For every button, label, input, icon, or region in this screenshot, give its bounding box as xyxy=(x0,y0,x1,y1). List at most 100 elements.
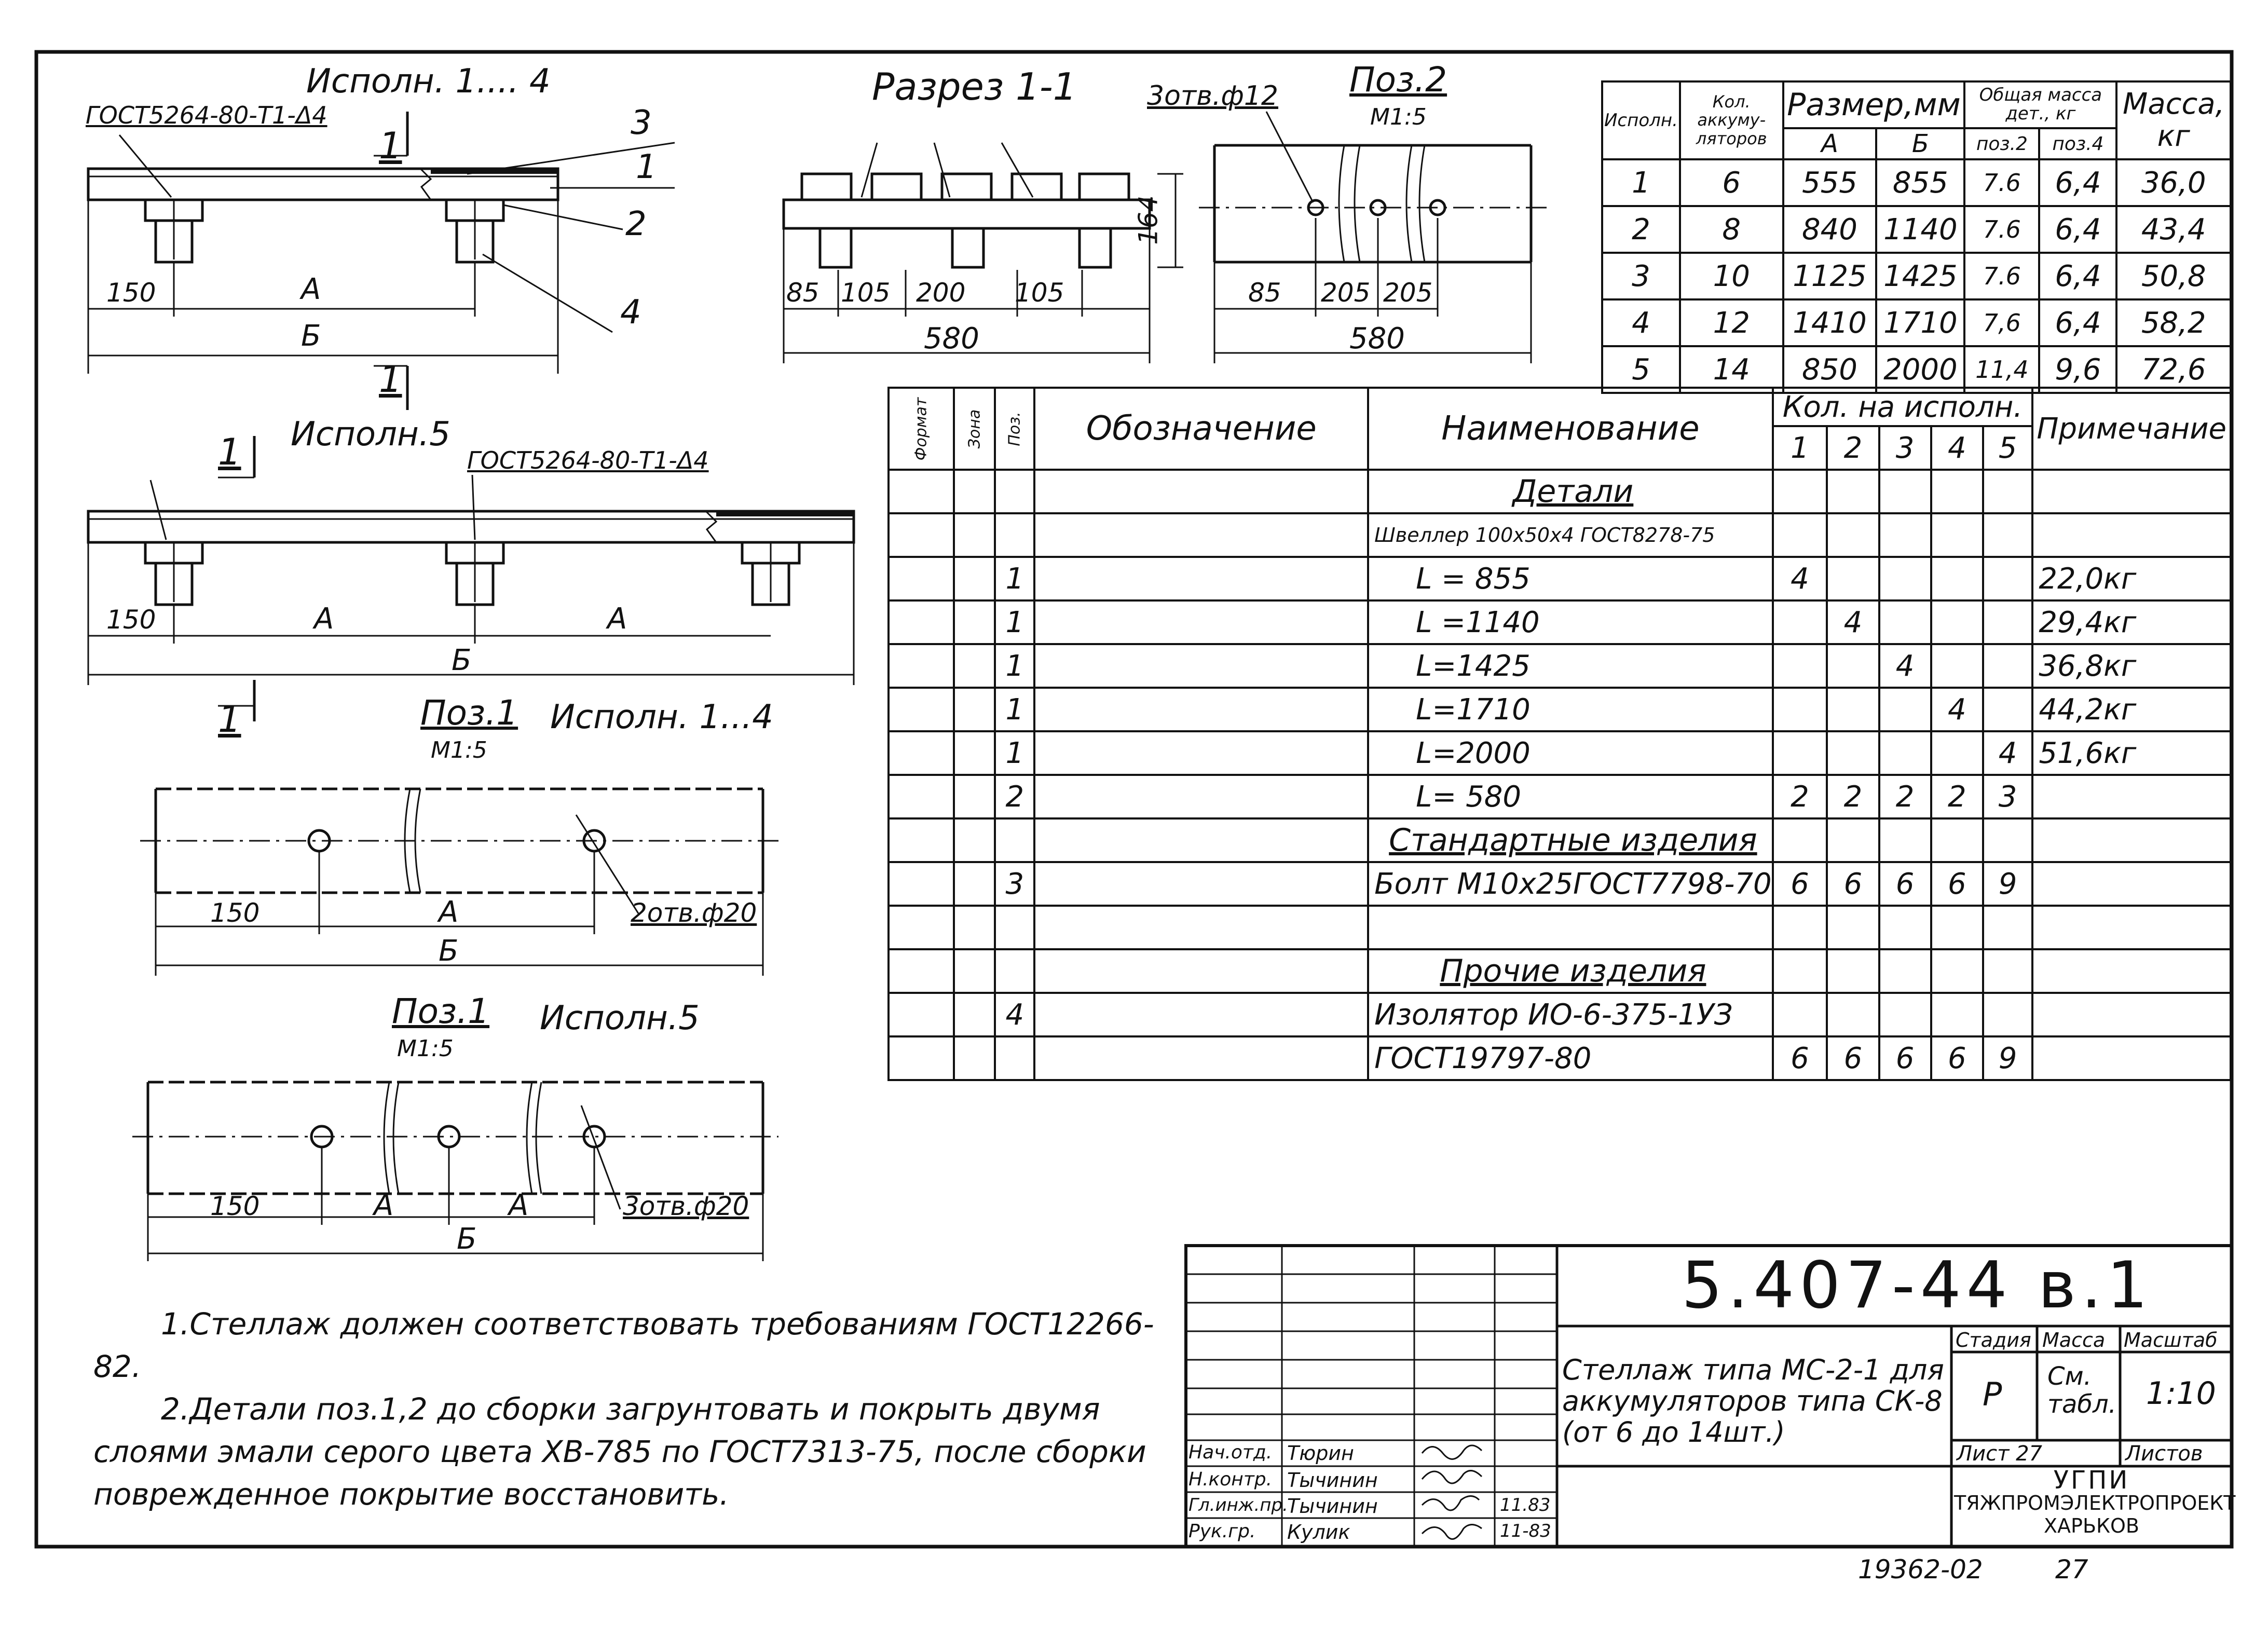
doc-description: Стеллаж типа МС-2-1 для аккумуляторов ти… xyxy=(1562,1354,1944,1449)
cell-qty xyxy=(1930,469,1984,514)
callout-2: 2 xyxy=(625,205,647,243)
cell-naimenovanie: Болт М10х25ГОСТ7798-70 xyxy=(1367,861,1774,907)
cell-oboznachenie xyxy=(1033,512,1370,558)
cell-isp: 1 xyxy=(1601,158,1681,207)
razrez-title: Разрез 1-1 xyxy=(872,65,1077,108)
section-mark-5-top: 1 xyxy=(218,431,241,473)
cell-poz xyxy=(994,1035,1036,1081)
poz1-5-title: Поз.1 xyxy=(392,991,490,1031)
cell-poz: 1 xyxy=(994,643,1036,689)
cell-qty xyxy=(1982,469,2034,514)
hdr-col-1: 1 xyxy=(1771,425,1828,471)
cell-qty xyxy=(1878,556,1932,602)
poz1-5-dim-b: Б xyxy=(457,1222,477,1256)
cell-qty xyxy=(1826,556,1880,602)
cell-primechanie xyxy=(2031,905,2232,950)
cell-oboznachenie xyxy=(1033,599,1370,645)
razrez-dim-105a: 105 xyxy=(841,278,891,308)
cell-oboznachenie xyxy=(1033,556,1370,602)
cell-b: 1710 xyxy=(1875,298,1966,347)
cell-poz2: 7.6 xyxy=(1963,158,2041,207)
notes: 1.Стеллаж должен соответствовать требова… xyxy=(93,1303,1163,1515)
cell-qty xyxy=(1878,599,1932,645)
cell-oboznachenie xyxy=(1033,992,1370,1037)
cell-qty: 4 xyxy=(1771,556,1828,602)
cell-primechanie: 29,4кг xyxy=(2031,599,2232,645)
cell-naimenovanie: ГОСТ19797-80 xyxy=(1367,1035,1774,1081)
cell-zona xyxy=(952,599,996,645)
cell-poz xyxy=(994,512,1036,558)
dim-b: Б xyxy=(301,319,321,353)
signer-role: Гл.инж.пр. xyxy=(1188,1495,1288,1515)
cell-a: 1125 xyxy=(1782,252,1878,301)
cell-poz4: 9,6 xyxy=(2038,345,2118,394)
cell-format xyxy=(887,730,955,776)
hdr-col-5: 5 xyxy=(1982,425,2034,471)
poz1-14-title: Поз.1 xyxy=(420,693,518,733)
cell-qty xyxy=(1771,817,1828,863)
cell-primechanie xyxy=(2031,861,2232,907)
hdr-a: А xyxy=(1782,127,1878,160)
stadia-label: Стадия xyxy=(1956,1329,2031,1351)
size-row: 5 14 850 2000 11,4 9,6 72,6 xyxy=(1601,345,2232,394)
list-number: Лист 27 xyxy=(1957,1442,2042,1466)
cell-qty: 2 xyxy=(1878,774,1932,820)
hdr-poz2: поз.2 xyxy=(1963,127,2041,160)
cell-qty xyxy=(1982,687,2034,732)
hdr-zona-text: Зона xyxy=(965,409,984,448)
razrez-dim-580: 580 xyxy=(924,322,979,356)
cell-qty xyxy=(1878,948,1932,994)
hdr-poz: Поз. xyxy=(994,387,1036,471)
view-razrez xyxy=(782,142,1183,363)
cell-oboznachenie xyxy=(1033,1035,1370,1081)
hdr-col-2: 2 xyxy=(1826,425,1880,471)
spec-row xyxy=(887,905,2232,950)
cell-a: 850 xyxy=(1782,345,1878,394)
spec-row: Стандартные изделия xyxy=(887,817,2232,863)
hdr-massa: Масса, кг xyxy=(2115,80,2232,160)
cell-massa: 36,0 xyxy=(2115,158,2232,207)
poz2-title: Поз.2 xyxy=(1349,60,1447,100)
poz1-5-scale: М1:5 xyxy=(397,1035,454,1062)
hdr-col-4: 4 xyxy=(1930,425,1984,471)
hdr-ispoln: Исполн. xyxy=(1601,80,1681,160)
note-1: 1.Стеллаж должен соответствовать требова… xyxy=(93,1306,1154,1384)
poz1-14-dim-b: Б xyxy=(439,934,459,968)
cell-qty: 6 xyxy=(1771,1035,1828,1081)
cell-oboznachenie xyxy=(1033,469,1370,514)
hdr-zona: Зона xyxy=(952,387,996,471)
spec-row: Швеллер 100x50x4 ГОСТ8278-75 xyxy=(887,512,2232,558)
cell-qty xyxy=(1771,905,1828,950)
cell-zona xyxy=(952,687,996,732)
signer-name: Тюрин xyxy=(1287,1442,1354,1465)
cell-isp: 4 xyxy=(1601,298,1681,347)
poz1-5-dim-a1: А xyxy=(374,1189,394,1222)
hdr-oboznachenie: Обозначение xyxy=(1033,387,1370,471)
cell-poz2: 11,4 xyxy=(1963,345,2041,394)
cell-poz4: 6,4 xyxy=(2038,252,2118,301)
hdr-col-3: 3 xyxy=(1878,425,1932,471)
ispoln-5-title: Исполн.5 xyxy=(291,415,450,454)
cell-poz2: 7.6 xyxy=(1963,205,2041,254)
cell-naimenovanie: L=2000 xyxy=(1367,730,1774,776)
hdr-b: Б xyxy=(1875,127,1966,160)
cell-b: 1140 xyxy=(1875,205,1966,254)
cell-format xyxy=(887,599,955,645)
spec-table: Формат Зона Поз. Обозначение Наименовани… xyxy=(887,387,2232,1081)
cell-qty xyxy=(1930,948,1984,994)
poz2-dim-85: 85 xyxy=(1248,278,1281,308)
cell-qty xyxy=(1878,817,1932,863)
cell-primechanie xyxy=(2031,948,2232,994)
cell-poz: 1 xyxy=(994,687,1036,732)
cell-poz: 1 xyxy=(994,599,1036,645)
cell-naimenovanie: Детали xyxy=(1367,469,1774,514)
cell-qty: 3 xyxy=(1982,774,2034,820)
cell-zona xyxy=(952,774,996,820)
razrez-dim-164: 164 xyxy=(1133,195,1164,245)
cell-qty xyxy=(1771,599,1828,645)
cell-isp: 5 xyxy=(1601,345,1681,394)
razrez-dim-85: 85 xyxy=(786,278,819,308)
cell-format xyxy=(887,992,955,1037)
cell-qty: 4 xyxy=(1826,599,1880,645)
